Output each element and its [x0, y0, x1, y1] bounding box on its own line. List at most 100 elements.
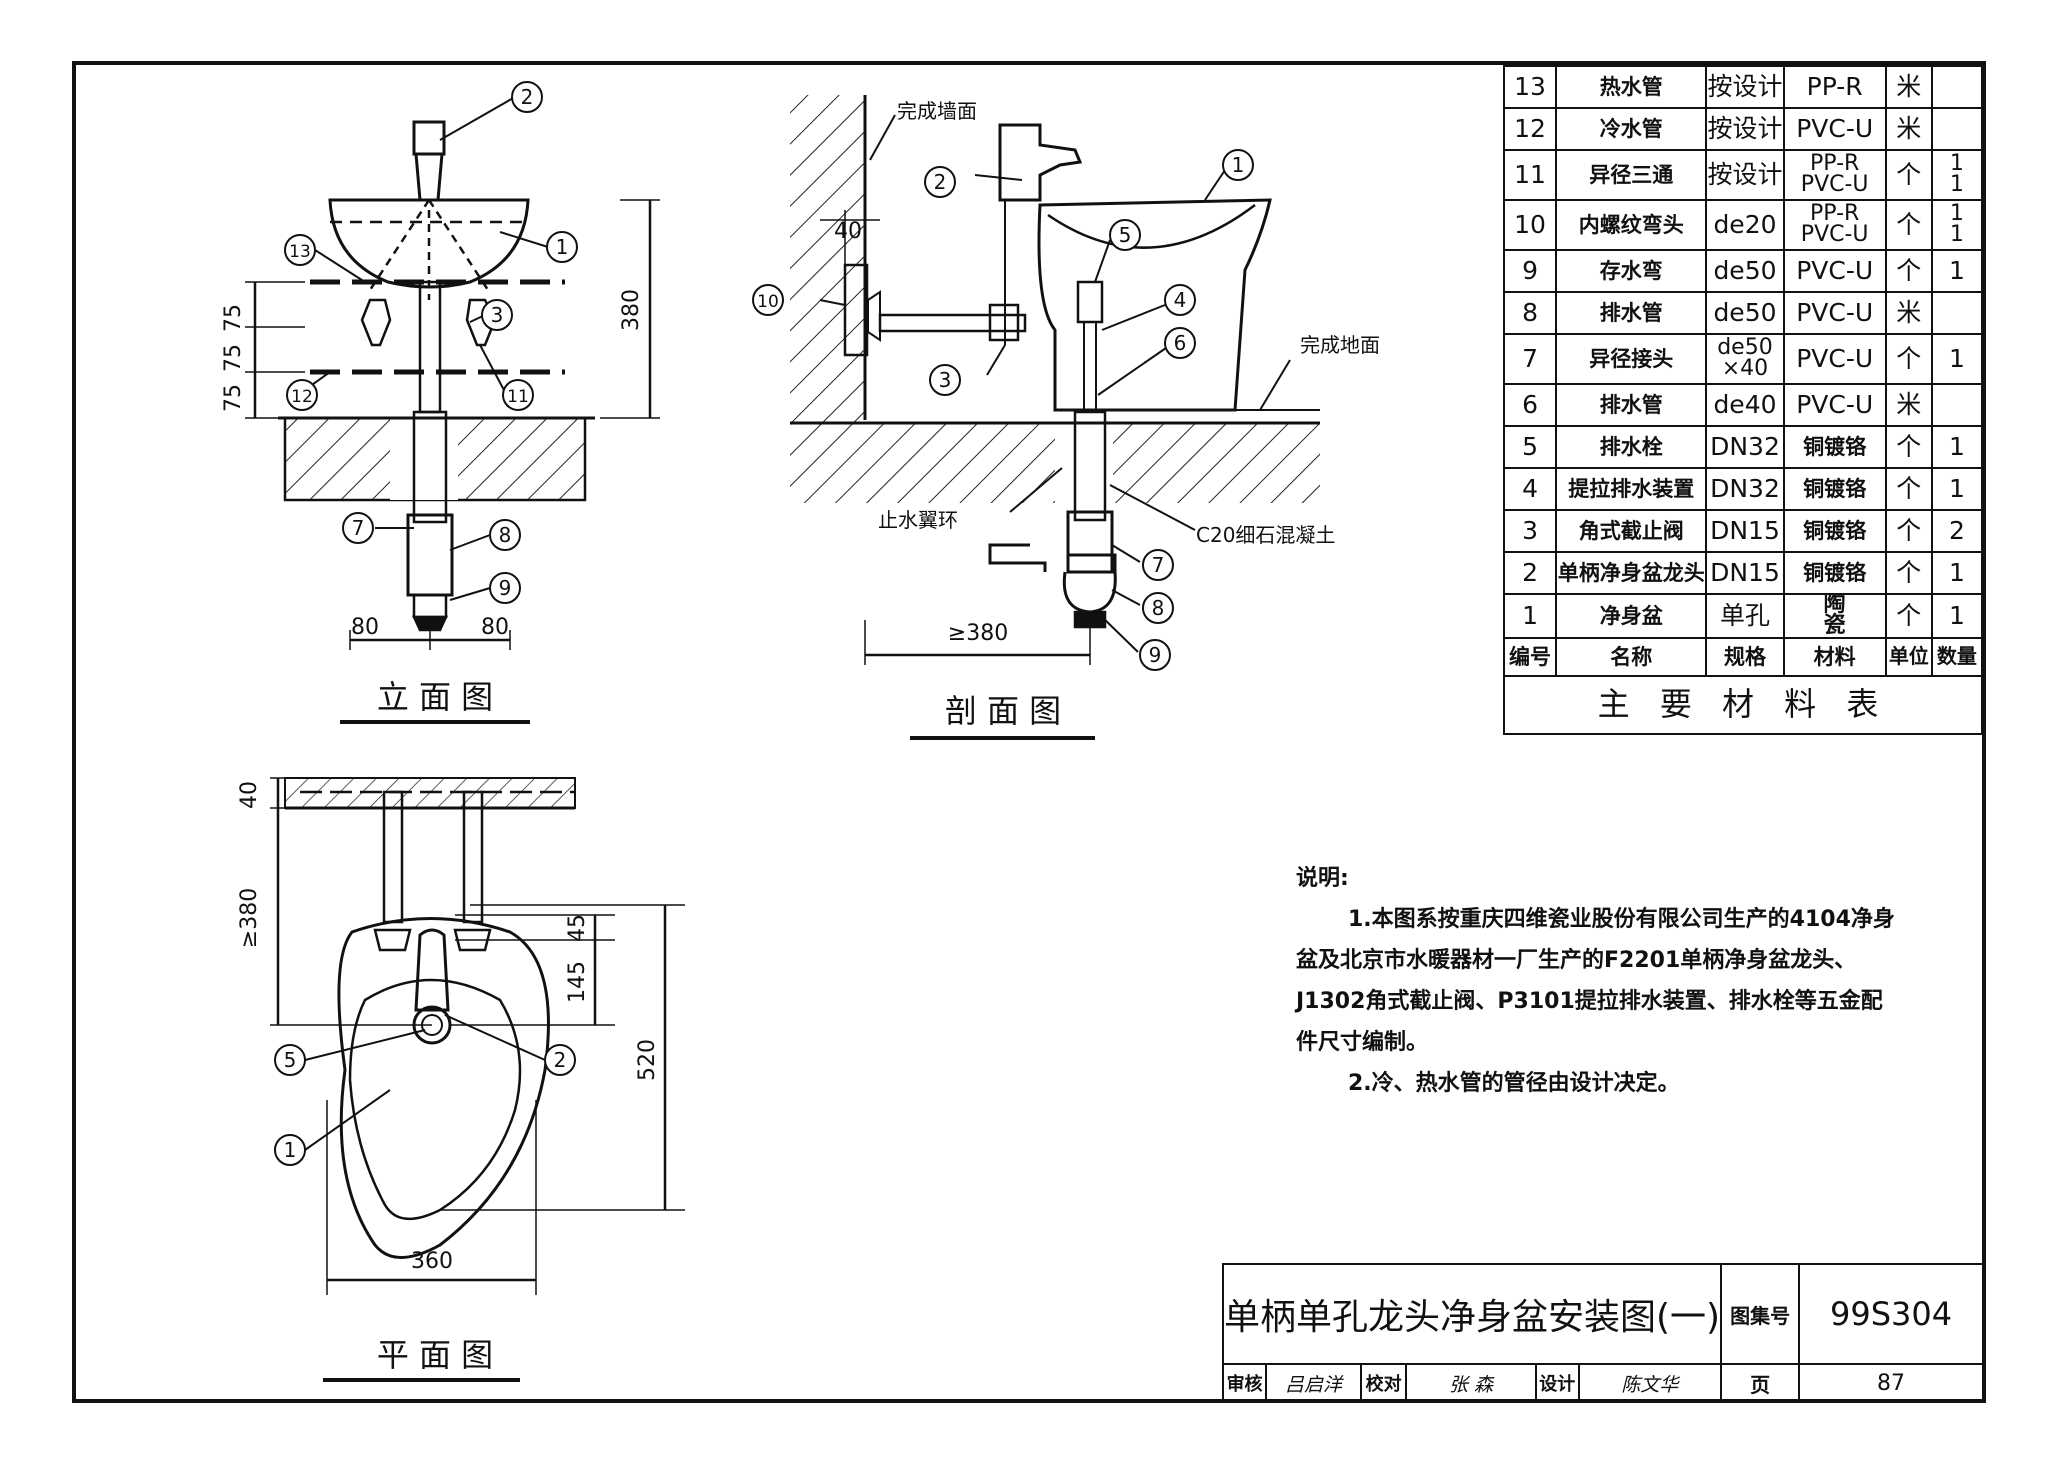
callout-elev-11: 11 [502, 379, 534, 411]
cell-name: 存水弯 [1555, 249, 1708, 293]
cell-spec: DN15 [1705, 509, 1785, 553]
cell-no: 6 [1502, 383, 1558, 427]
dim-plan-380: ≥380 [237, 888, 262, 948]
cell-qty [1930, 383, 1984, 427]
svg-text:1: 1 [284, 1138, 297, 1162]
section-callouts: 1 2 5 4 6 10 3 7 8 9 [752, 149, 1254, 671]
cell-name: 角式截止阀 [1555, 509, 1708, 553]
cell-unit: 个 [1884, 551, 1933, 595]
header-qty: 数量 [1930, 636, 1984, 677]
cell-unit: 个 [1884, 425, 1933, 469]
svg-text:2: 2 [934, 170, 947, 194]
page-label: 页 [1720, 1363, 1801, 1403]
svg-text:2: 2 [554, 1048, 567, 1072]
cell-material: PP-R PVC-U [1782, 149, 1887, 201]
cell-material: 铜镀铬 [1782, 425, 1887, 469]
cell-unit: 米 [1884, 291, 1933, 335]
cell-material: PVC-U [1782, 333, 1887, 385]
cell-spec: de20 [1705, 199, 1785, 251]
cell-unit: 个 [1884, 593, 1933, 639]
cell-spec: de40 [1705, 383, 1785, 427]
svg-text:6: 6 [1174, 331, 1187, 355]
cell-no: 1 [1502, 593, 1558, 639]
cell-spec: DN32 [1705, 467, 1785, 511]
callout-plan-5: 5 [274, 1044, 306, 1076]
callout-elev-9: 9 [489, 572, 521, 604]
svg-text:1: 1 [1232, 153, 1245, 177]
label-c20-concrete: C20细石混凝土 [1196, 523, 1335, 547]
callout-elev-13: 13 [284, 234, 316, 266]
atlas-label: 图集号 [1720, 1263, 1801, 1365]
cell-qty: 1 1 [1930, 149, 1984, 201]
review-signature: 吕启洋 [1265, 1363, 1362, 1403]
callout-elev-12: 12 [286, 379, 318, 411]
title-block: 单柄单孔龙头净身盆安装图(一) 图集号 99S304 审核 吕启洋 校对 张 森… [1221, 1263, 1984, 1403]
cell-spec: 按设计 [1705, 149, 1785, 201]
plan-basin [337, 917, 550, 1259]
section-basin [1037, 198, 1272, 412]
callout-sect-10: 10 [752, 284, 784, 316]
svg-text:8: 8 [499, 523, 512, 547]
callout-sect-1: 1 [1222, 149, 1254, 181]
notes-line-1: 1.本图系按重庆四维瓷业股份有限公司生产的4104净身 [1348, 907, 1895, 932]
cell-spec: 按设计 [1705, 107, 1785, 151]
cell-qty: 1 [1930, 593, 1984, 639]
cell-material: 铜镀铬 [1782, 509, 1887, 553]
notes-line-3: J1302角式截止阀、P3101提拉排水装置、排水栓等五金配 [1296, 989, 1883, 1014]
callout-sect-4: 4 [1164, 284, 1196, 316]
cell-qty: 1 [1930, 249, 1984, 293]
cell-unit: 米 [1884, 107, 1933, 151]
cell-material: PP-R [1782, 65, 1887, 109]
cell-spec: DN15 [1705, 551, 1785, 595]
cell-qty: 1 [1930, 467, 1984, 511]
elevation-view [245, 96, 660, 724]
svg-text:5: 5 [1119, 223, 1132, 247]
section-title: 剖 面 图 [945, 692, 1061, 730]
page-number: 87 [1798, 1363, 1984, 1403]
callout-sect-7: 7 [1142, 549, 1174, 581]
section-wall [790, 95, 865, 425]
review-label: 审核 [1221, 1363, 1268, 1403]
cell-qty [1930, 107, 1984, 151]
plan-callouts: 5 2 1 [274, 1044, 576, 1166]
cell-material: PVC-U [1782, 249, 1887, 293]
label-finished-floor: 完成地面 [1300, 333, 1380, 357]
cell-spec: 单孔 [1705, 593, 1785, 639]
dim-plan-520: 520 [635, 1039, 660, 1081]
callout-elev-2: 2 [511, 81, 543, 113]
check-label: 校对 [1359, 1363, 1408, 1403]
cell-name: 内螺纹弯头 [1555, 199, 1708, 251]
cell-spec: de50 [1705, 291, 1785, 335]
cell-unit: 米 [1884, 65, 1933, 109]
cell-material: 陶 瓷 [1782, 593, 1887, 639]
header-unit: 单位 [1884, 636, 1933, 677]
dim-elev-380: 380 [619, 289, 644, 331]
elevation-title: 立 面 图 [377, 678, 493, 716]
label-waterstop-ring: 止水翼环 [878, 508, 958, 532]
callout-sect-8: 8 [1142, 592, 1174, 624]
cell-no: 13 [1502, 65, 1558, 109]
cell-name: 排水管 [1555, 383, 1708, 427]
check-signature: 张 森 [1405, 1363, 1537, 1403]
dim-plan-40: 40 [237, 781, 262, 809]
callout-elev-1: 1 [546, 231, 578, 263]
cell-name: 排水管 [1555, 291, 1708, 335]
cell-no: 12 [1502, 107, 1558, 151]
cell-qty: 1 [1930, 333, 1984, 385]
svg-text:2: 2 [521, 85, 534, 109]
dim-elev-80-left: 80 [351, 615, 379, 640]
plan-title: 平 面 图 [377, 1336, 493, 1374]
dim-plan-145: 145 [565, 961, 590, 1003]
cell-qty: 1 [1930, 551, 1984, 595]
callout-elev-3: 3 [481, 299, 513, 331]
svg-text:8: 8 [1152, 596, 1165, 620]
plan-labels: 40 ≥380 45 145 520 360 平 面 图 [237, 781, 660, 1374]
notes: 说明: 1.本图系按重庆四维瓷业股份有限公司生产的4104净身 盆及北京市水暖器… [1296, 858, 1895, 1104]
cell-spec: de50 [1705, 249, 1785, 293]
